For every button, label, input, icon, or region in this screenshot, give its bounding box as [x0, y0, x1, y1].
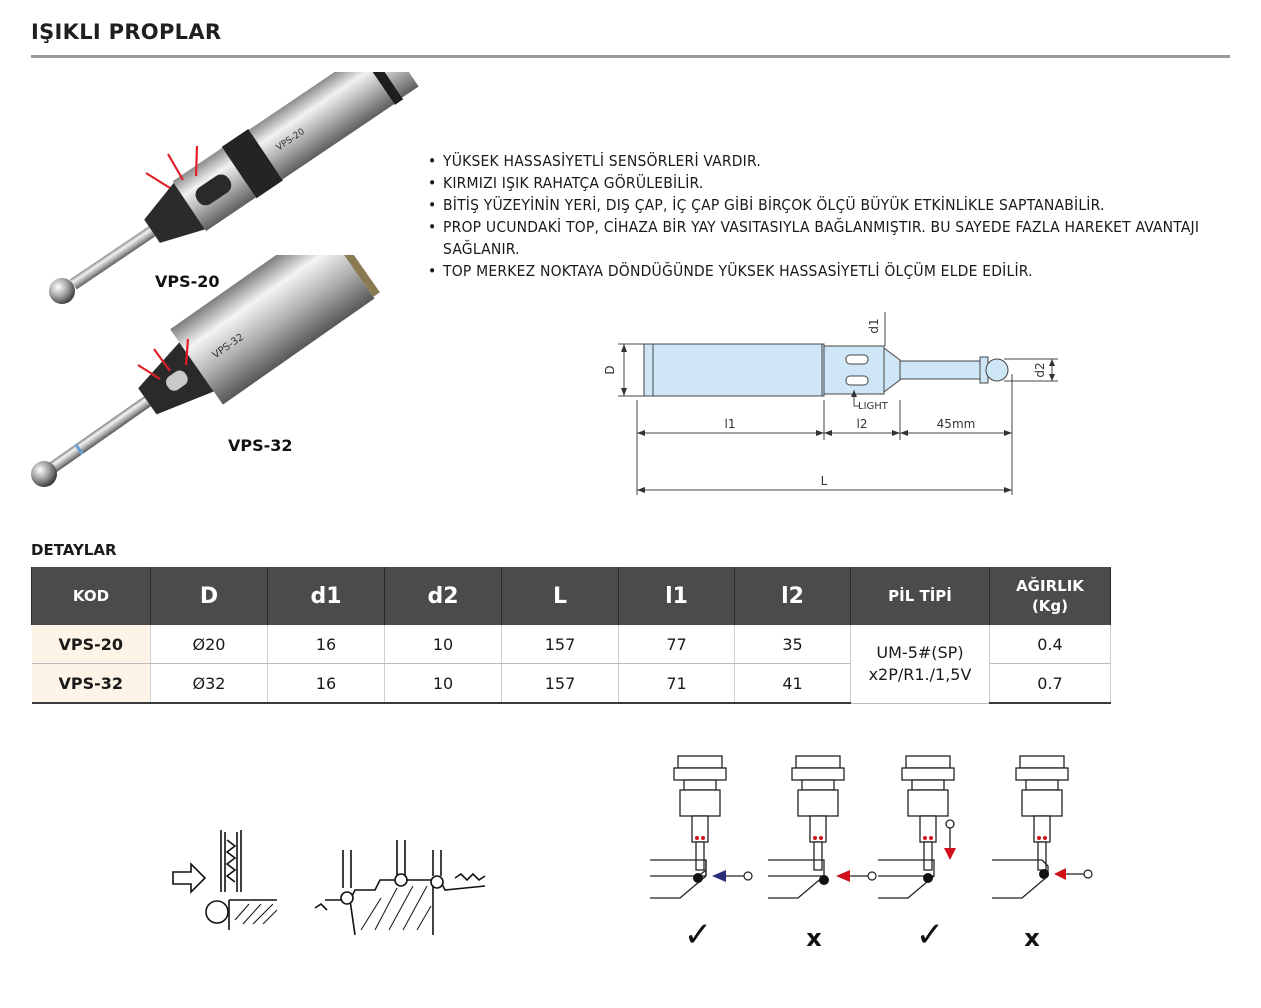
table-row: VPS-32 Ø32 16 10 157 71 41 0.7 — [31, 663, 1111, 704]
table-row: VPS-20 Ø20 16 10 157 77 35 UM-5#(SP) x2P… — [31, 625, 1111, 704]
feature-list: YÜKSEK HASSASİYETLİ SENSÖRLERİ VARDIR. K… — [428, 150, 1248, 282]
probe-positioning-examples: ✓ x ✓ x — [650, 755, 1093, 953]
col-header-l1: l1 — [618, 567, 735, 625]
wrong-mark-1: x — [806, 924, 822, 952]
dim-d1-label: d1 — [867, 318, 881, 333]
cell-l1: 77 — [618, 625, 735, 664]
cell-d2: 10 — [384, 663, 502, 704]
vps-20-probe-image: VPS-20 — [49, 72, 419, 304]
correct-mark-1: ✓ — [684, 915, 713, 953]
feature-item: KIRMIZI IŞIK RAHATÇA GÖRÜLEBİLİR. — [428, 172, 1248, 194]
cell-l2: 41 — [734, 663, 851, 704]
col-header-L: L — [501, 567, 619, 625]
feature-item: PROP UCUNDAKİ TOP, CİHAZA BİR YAY VASITA… — [428, 216, 1248, 260]
cell-l1: 71 — [618, 663, 735, 704]
cell-l2: 35 — [734, 625, 851, 664]
cell-kod: VPS-20 — [31, 625, 151, 664]
col-header-battery: PİL TİPİ — [850, 567, 990, 625]
weight-header-line2: (Kg) — [1031, 597, 1069, 615]
table-header-row: KOD D d1 d2 L l1 l2 PİL TİPİ AĞIRLIK (Kg… — [31, 567, 1111, 625]
cell-weight: 0.7 — [989, 663, 1111, 704]
vps-32-probe-image: VPS-32 — [31, 255, 380, 487]
cell-kod: VPS-32 — [31, 663, 151, 704]
col-header-kod: KOD — [31, 567, 151, 625]
light-label: LIGHT — [858, 401, 889, 412]
weight-header-line1: AĞIRLIK — [1016, 577, 1084, 595]
cell-d1: 16 — [267, 663, 385, 704]
dim-tip-label: 45mm — [937, 417, 976, 431]
cell-battery: UM-5#(SP) x2P/R1./1,5V — [850, 625, 990, 704]
col-header-l2: l2 — [734, 567, 851, 625]
vps-32-label: VPS-32 — [228, 436, 293, 455]
usage-sketch-illustration — [172, 830, 486, 936]
dimension-drawing: D d1 d2 LIGHT l1 l2 45mm L — [603, 312, 1058, 495]
dim-D-label: D — [603, 365, 617, 374]
col-header-D: D — [150, 567, 268, 625]
title-divider — [31, 55, 1230, 58]
feature-item: BİTİŞ YÜZEYİNİN YERİ, DIŞ ÇAP, İÇ ÇAP Gİ… — [428, 194, 1248, 216]
dim-L-label: L — [821, 474, 828, 488]
correct-mark-2: ✓ — [916, 915, 945, 953]
cell-d1: 16 — [267, 625, 385, 664]
col-header-d1: d1 — [267, 567, 385, 625]
col-header-weight: AĞIRLIK (Kg) — [989, 567, 1111, 625]
battery-line1: UM-5#(SP) — [876, 642, 964, 662]
details-title: DETAYLAR — [31, 541, 117, 559]
details-table: KOD D d1 d2 L l1 l2 PİL TİPİ AĞIRLIK (Kg… — [31, 567, 1111, 704]
cell-L: 157 — [501, 663, 619, 704]
page-title: IŞIKLI PROPLAR — [31, 20, 222, 44]
feature-item: TOP MERKEZ NOKTAYA DÖNDÜĞÜNDE YÜKSEK HAS… — [428, 260, 1248, 282]
feature-item: YÜKSEK HASSASİYETLİ SENSÖRLERİ VARDIR. — [428, 150, 1248, 172]
cell-L: 157 — [501, 625, 619, 664]
cell-D: Ø32 — [150, 663, 268, 704]
cell-D: Ø20 — [150, 625, 268, 664]
dim-d2-label: d2 — [1033, 362, 1047, 377]
dim-l1-label: l1 — [725, 417, 736, 431]
cell-d2: 10 — [384, 625, 502, 664]
battery-line2: x2P/R1./1,5V — [868, 664, 972, 684]
col-header-d2: d2 — [384, 567, 502, 625]
vps-20-label: VPS-20 — [155, 272, 220, 291]
wrong-mark-2: x — [1024, 924, 1040, 952]
cell-weight: 0.4 — [989, 625, 1111, 664]
dim-l2-label: l2 — [857, 417, 868, 431]
